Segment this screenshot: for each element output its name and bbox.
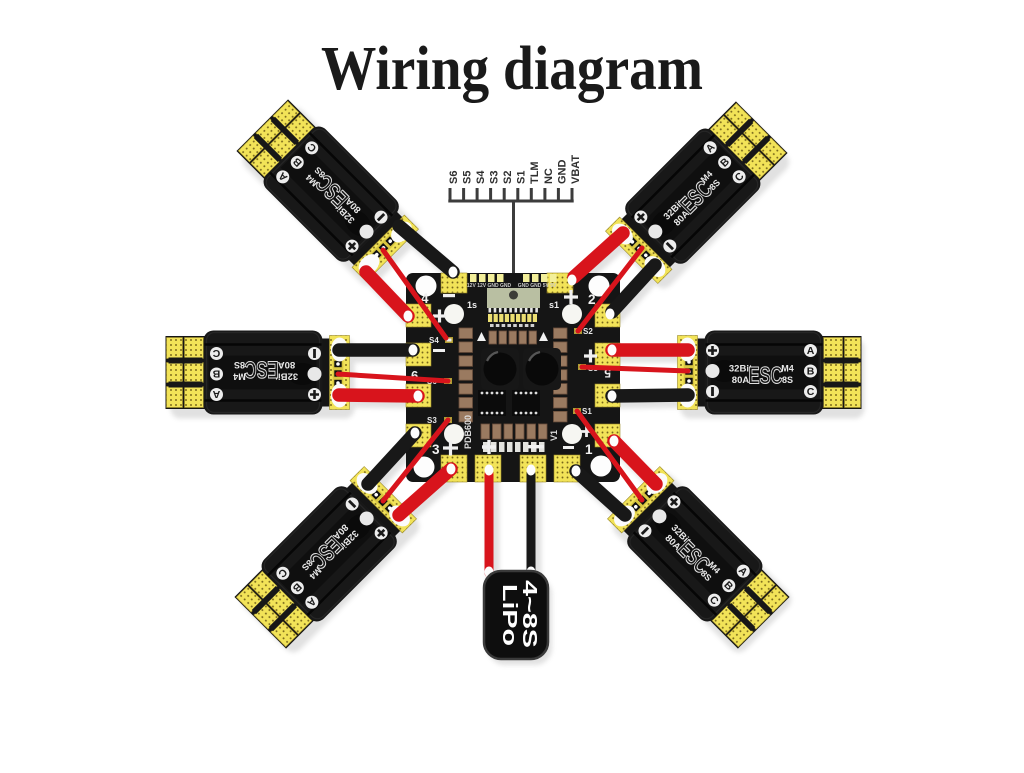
svg-text:5: 5 xyxy=(604,366,611,380)
svg-text:4: 4 xyxy=(421,291,429,306)
svg-text:VBAT: VBAT xyxy=(570,155,582,184)
svg-text:Wiring diagram: Wiring diagram xyxy=(321,35,703,103)
svg-text:LiPo: LiPo xyxy=(498,584,521,646)
svg-text:NC: NC xyxy=(543,168,555,184)
svg-text:S1: S1 xyxy=(516,171,528,184)
svg-text:12V 12V GND GND: 12V 12V GND GND xyxy=(467,283,512,289)
svg-text:4~8S: 4~8S xyxy=(518,580,541,648)
svg-text:V1: V1 xyxy=(549,430,559,441)
svg-text:S3: S3 xyxy=(489,171,501,184)
svg-text:S6: S6 xyxy=(448,171,460,184)
svg-text:s1: s1 xyxy=(549,300,559,310)
svg-text:3: 3 xyxy=(432,442,440,457)
svg-text:6: 6 xyxy=(411,368,418,383)
svg-text:1s: 1s xyxy=(467,300,477,310)
svg-text:S4: S4 xyxy=(475,170,487,184)
svg-text:TLM: TLM xyxy=(529,161,541,184)
svg-text:1: 1 xyxy=(585,442,593,457)
svg-text:S1: S1 xyxy=(582,407,592,416)
svg-text:S2: S2 xyxy=(502,171,514,184)
svg-text:GND: GND xyxy=(556,160,568,185)
svg-text:PDB600: PDB600 xyxy=(463,415,473,449)
svg-text:S2: S2 xyxy=(583,327,593,336)
svg-text:GND GND 5V 5V: GND GND 5V 5V xyxy=(518,283,557,289)
svg-text:S5: S5 xyxy=(462,171,474,184)
svg-text:S4: S4 xyxy=(429,336,439,345)
svg-text:2: 2 xyxy=(588,292,596,307)
svg-text:S3: S3 xyxy=(427,416,437,425)
